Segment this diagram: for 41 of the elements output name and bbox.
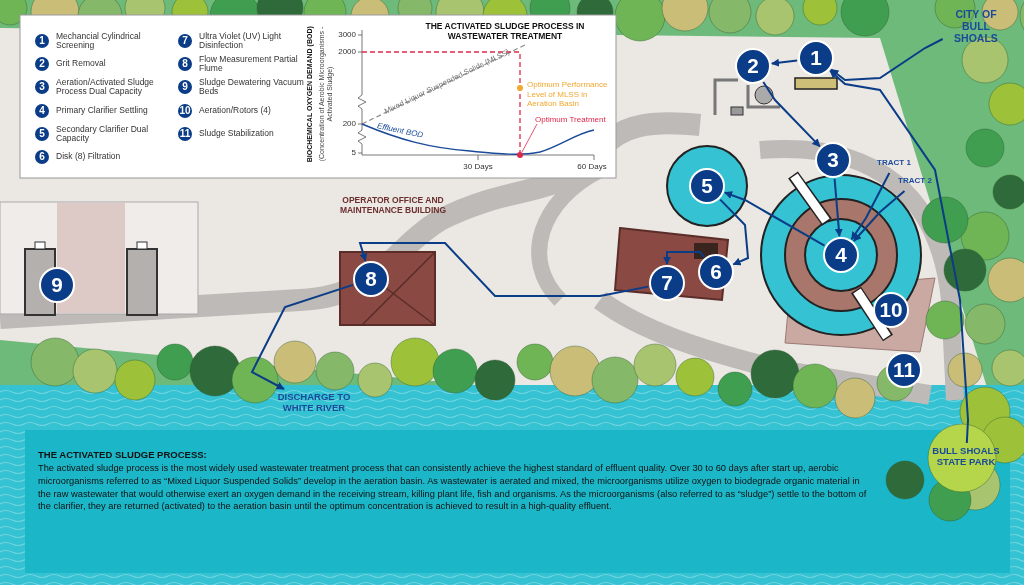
flow-arrow xyxy=(358,242,650,297)
flow-arrow xyxy=(250,283,354,390)
chart-text: 30 Days xyxy=(462,162,494,172)
legend-text: Grit Removal xyxy=(56,57,107,71)
flow-arrow xyxy=(829,69,969,444)
building-label: OPERATOR OFFICE AND MAINTENANCE BUILDING xyxy=(338,195,448,216)
legend-text: Sludge Dewatering Vacuum Beds xyxy=(199,76,305,98)
flow-arrow xyxy=(830,38,944,81)
chart-text: Effluent BOD xyxy=(375,120,425,142)
chart-text: Optimum Treatment xyxy=(535,115,607,125)
section-heading: THE ACTIVATED SLUDGE PROCESS: xyxy=(38,449,208,461)
place-label: TRACT 2 xyxy=(892,176,938,186)
flow-arrow xyxy=(770,58,799,67)
legend-text: Disk (8) Filtration xyxy=(56,150,122,164)
place-label: CITY OF BULL SHOALS xyxy=(940,8,1012,45)
flow-arrow xyxy=(762,80,821,148)
place-label: BULL SHOALS STATE PARK xyxy=(920,446,1012,468)
legend-text: Mechancial Cylindrical Screening xyxy=(56,30,142,52)
flow-arrow xyxy=(663,251,706,265)
legend-text: Aeration/Rotors (4) xyxy=(199,104,272,118)
place-label: DISCHARGE TO WHITE RIVER xyxy=(262,392,366,414)
chart-text: 5 xyxy=(350,148,356,158)
chart-text: THE ACTIVATED SLUDGE PROCESS IN WASTEWATER TREATMENT xyxy=(424,21,586,42)
flow-arrow xyxy=(833,177,843,238)
chart-text: 2000 xyxy=(337,47,356,57)
flow-arrow xyxy=(850,172,891,241)
flow-arrow xyxy=(719,198,750,266)
legend-text: Aeration/Activated Sludge Process Dual Capacity xyxy=(56,76,155,98)
flow-arrow xyxy=(723,191,826,247)
legend-text: Sludge Stabilization xyxy=(199,127,275,141)
legend-text: Flow Measurement Partial Flume xyxy=(199,53,299,75)
chart-text: 3000 xyxy=(337,30,356,40)
flow-arrow xyxy=(852,190,906,242)
legend-text: Secondary Clarifier Dual Capacity xyxy=(56,123,150,145)
legend-text: Ultra Violet (UV) Light Disinfection xyxy=(199,30,283,52)
chart-text: 60 Days xyxy=(576,162,608,172)
legend-text: Primary Clarifier Settling xyxy=(56,104,149,118)
place-label: TRACT 1 xyxy=(872,158,916,168)
chart-text: 200 xyxy=(341,119,356,129)
chart-text: Optimum Performance Level of MLSS in Aeration Basin xyxy=(527,80,609,109)
description-paragraph: The activated sludge process is the most widely used wastewater treatment process that can consistently achieve the highest standard of effluent quality. Over 30 to 60 days after start up, aerobic microorganisms referred to as “Mixed Liquor Suspended Solids” develop in the aeration basin. As wastewater is aerated and mixed, the microorganisms utilize oxygen to biodegrade organic material in the raw wastewater that would otherwise exert an oxygen demand in the receiving stream, killing plant life, fish and organisms. As the microorganisms (also referred to as “sludge”) settle to the bottom of the clarifier, they are returned (activated) to the aeration basin until the optimum concentration is achieved to result in a high-quality effluent. xyxy=(38,462,868,514)
